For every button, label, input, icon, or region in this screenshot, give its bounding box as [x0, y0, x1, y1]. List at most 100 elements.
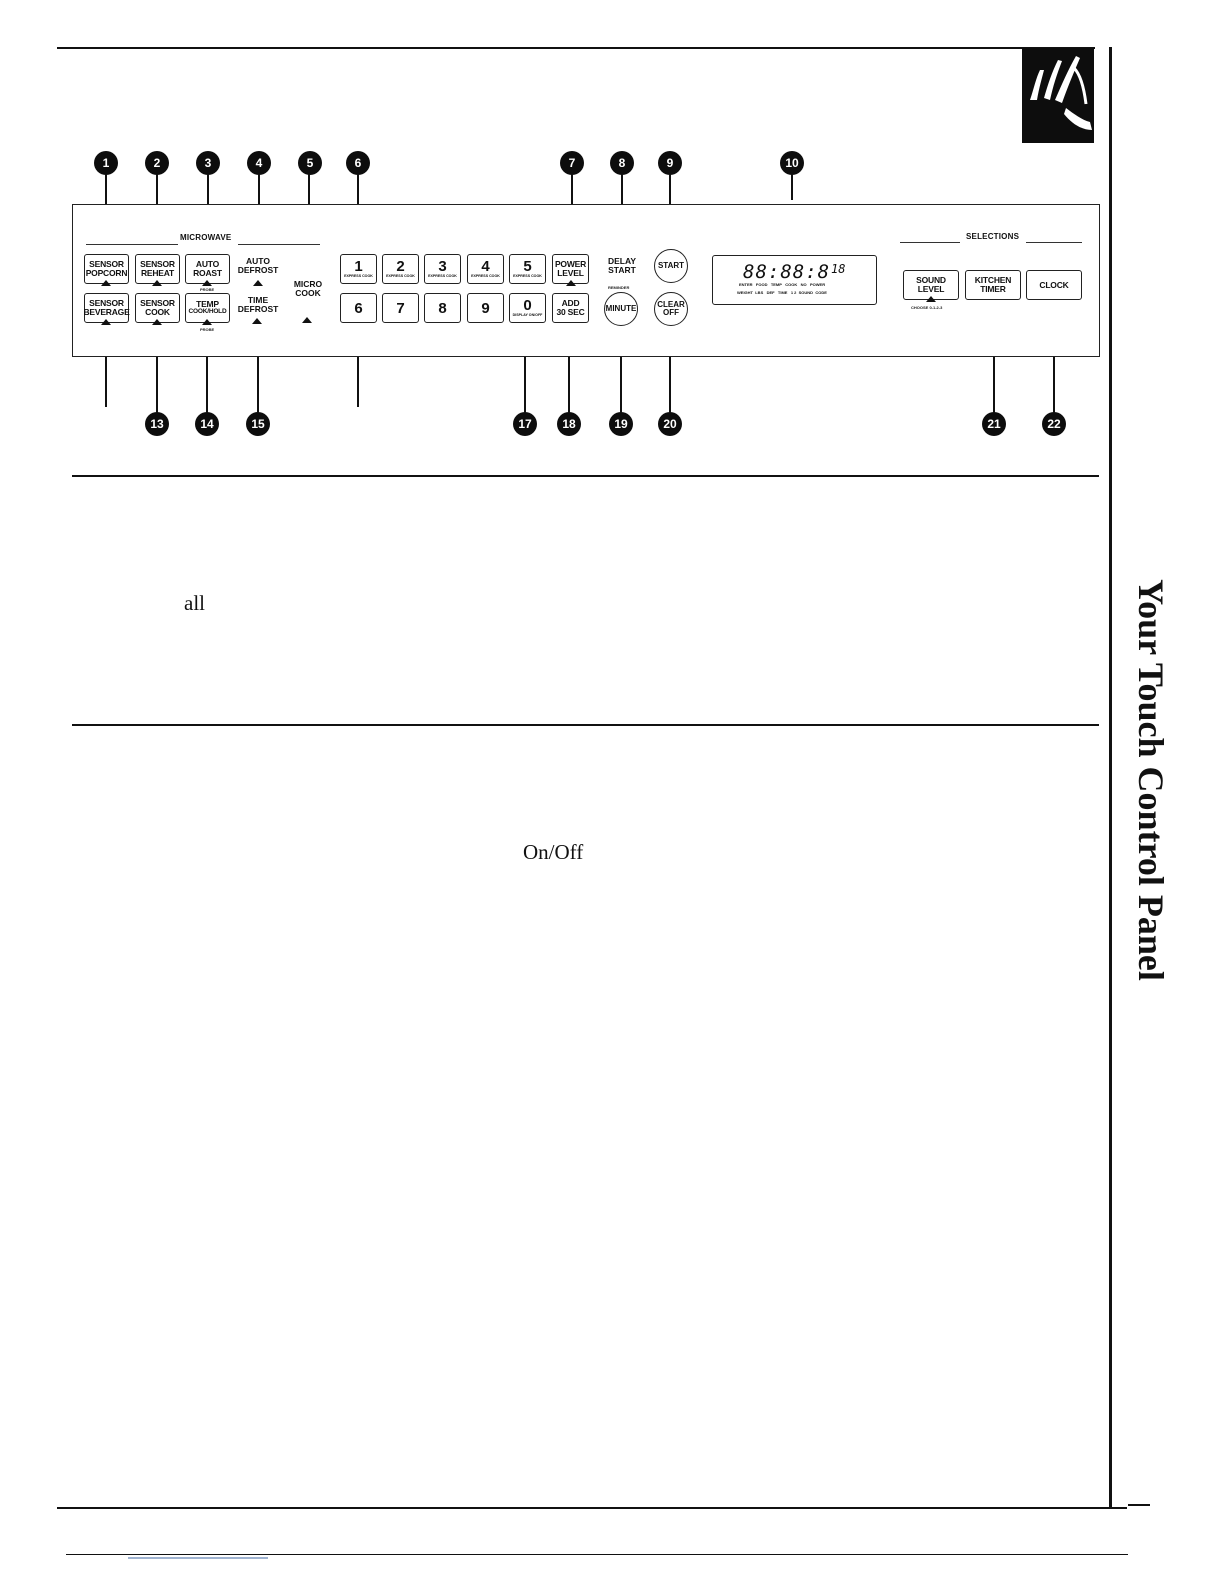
number-9-button[interactable]: 9 — [467, 293, 504, 323]
number-0-button[interactable]: 0 DISPLAY ON/OFF — [509, 293, 546, 323]
key-label-line1: SOUND — [916, 275, 946, 286]
page-title: Your Touch Control Panel — [1131, 579, 1171, 981]
footer-link-line — [128, 1557, 268, 1559]
clear-label: CLEAR — [657, 299, 685, 309]
number-7-button[interactable]: 7 — [382, 293, 419, 323]
indicator-weight: WEIGHT — [737, 290, 753, 295]
indicator-def: DEF — [766, 290, 775, 295]
number-3-button[interactable]: 3 EXPRESS COOK — [424, 254, 461, 284]
minute-button[interactable]: MINUTE — [604, 292, 638, 326]
key-label-line1: POWER — [554, 259, 587, 270]
callout-7: 7 — [560, 151, 584, 175]
number-1-button[interactable]: 1 EXPRESS COOK — [340, 254, 377, 284]
text-fragment-on-off: On/Off — [523, 840, 584, 864]
callout-20: 20 — [658, 412, 682, 436]
sound-level-button[interactable]: SOUND LEVEL — [903, 270, 959, 300]
sound-choice-label: CHOOSE 0-1-2-3 — [911, 305, 943, 310]
express-cook-label: EXPRESS COOK — [344, 274, 373, 279]
indicator-triangle — [302, 317, 312, 323]
indicator-lbs: LBS — [755, 290, 764, 295]
indicator-cook: COOK — [785, 282, 798, 287]
indicator-triangle — [101, 280, 111, 286]
key-label-line2: LEVEL — [917, 284, 945, 294]
callout-6: 6 — [346, 151, 370, 175]
key-label-line1: AUTO — [195, 259, 220, 270]
indicator-food: FOOD — [755, 282, 768, 287]
clear-off-button[interactable]: CLEAR OFF — [654, 292, 688, 326]
label-line1: AUTO — [246, 256, 270, 266]
start-button[interactable]: START — [654, 249, 688, 283]
display-indicator-labels-top: ENTER FOOD TEMP COOK NO POWER — [739, 282, 825, 287]
indicator-triangle — [926, 296, 936, 302]
bottom-rule — [57, 1507, 1127, 1509]
key-label-line2: LEVEL — [557, 268, 584, 278]
label-line2: DEFROST — [237, 304, 279, 315]
sensor-reheat-button[interactable]: SENSOR REHEAT — [135, 254, 180, 284]
kitchen-timer-button[interactable]: KITCHEN TIMER — [965, 270, 1021, 300]
callout-2: 2 — [145, 151, 169, 175]
leader-16 — [357, 325, 359, 407]
indicator-power: POWER — [809, 282, 826, 287]
display-digits: 88:88:8 — [743, 261, 831, 283]
clock-button[interactable]: CLOCK — [1026, 270, 1082, 300]
auto-defrost-label[interactable]: AUTO DEFROST — [236, 256, 280, 276]
callout-9: 9 — [658, 151, 682, 175]
indicator-triangle — [202, 319, 212, 325]
key-label-line2: TIMER — [980, 284, 1006, 294]
right-margin-tick — [1128, 1504, 1150, 1506]
indicator-triangle — [253, 280, 263, 286]
delay-start-label[interactable]: DELAY START — [600, 256, 644, 276]
indicator-no: NO — [800, 282, 807, 287]
display-indicator-labels-bottom: WEIGHT LBS DEF TIME 1 2 SOUND CODE — [737, 290, 827, 295]
leader-14 — [206, 325, 208, 413]
key-label-line2: COOK — [145, 307, 170, 317]
label-line2: START — [608, 265, 636, 276]
section-divider-2 — [72, 724, 1099, 726]
callout-17: 17 — [513, 412, 537, 436]
label-line1: MICRO — [293, 279, 323, 289]
callout-15: 15 — [246, 412, 270, 436]
number-8-button[interactable]: 8 — [424, 293, 461, 323]
indicator-triangle — [152, 280, 162, 286]
selections-section-label: SELECTIONS — [966, 232, 1020, 241]
callout-10: 10 — [780, 151, 804, 175]
digit: 1 — [354, 258, 363, 276]
label-line1: TIME — [247, 295, 269, 305]
text-fragment-all: all — [184, 591, 205, 615]
express-cook-label: EXPRESS COOK — [428, 274, 457, 279]
leader-12 — [105, 325, 107, 407]
right-margin-bar — [1109, 47, 1112, 1507]
sensor-cook-button[interactable]: SENSOR COOK — [135, 293, 180, 323]
probe-label: PROBE — [200, 287, 215, 292]
time-defrost-label[interactable]: TIME DEFROST — [236, 295, 280, 315]
callout-3: 3 — [196, 151, 220, 175]
add-30-sec-button[interactable]: ADD 30 SEC — [552, 293, 589, 323]
number-4-button[interactable]: 4 EXPRESS COOK — [467, 254, 504, 284]
callout-21: 21 — [982, 412, 1006, 436]
digit: 4 — [481, 258, 490, 276]
hand-pointing-icon — [1022, 48, 1094, 143]
sensor-beverage-button[interactable]: SENSOR BEVERAGE — [83, 293, 130, 323]
number-2-button[interactable]: 2 EXPRESS COOK — [382, 254, 419, 284]
key-label-line2: BEVERAGE — [83, 307, 130, 317]
digit: 8 — [438, 299, 447, 317]
power-level-button[interactable]: POWER LEVEL — [552, 254, 589, 284]
key-label-line1: TEMP — [196, 299, 219, 310]
callout-13: 13 — [145, 412, 169, 436]
probe-label: PROBE — [200, 327, 215, 332]
selections-section-line-right — [1026, 242, 1082, 243]
callout-22: 22 — [1042, 412, 1066, 436]
start-label: START — [657, 260, 685, 270]
auto-roast-button[interactable]: AUTO ROAST — [185, 254, 230, 284]
key-label-line1: SENSOR — [89, 259, 124, 270]
sensor-popcorn-button[interactable]: SENSOR POPCORN — [84, 254, 129, 284]
number-6-button[interactable]: 6 — [340, 293, 377, 323]
microwave-section-line-left — [86, 244, 178, 245]
indicator-triangle — [566, 280, 576, 286]
micro-cook-label[interactable]: MICRO COOK — [289, 279, 327, 299]
microwave-section-label: MICROWAVE — [180, 233, 232, 242]
indicator-code: CODE — [815, 290, 827, 295]
number-5-button[interactable]: 5 EXPRESS COOK — [509, 254, 546, 284]
label-line2: DEFROST — [237, 265, 279, 276]
key-label-line1: SENSOR — [89, 298, 124, 309]
